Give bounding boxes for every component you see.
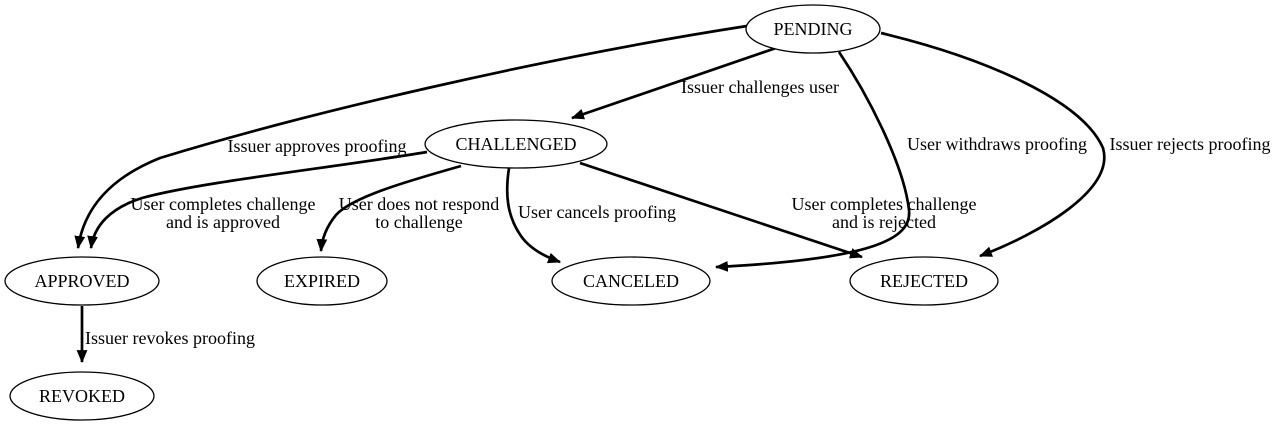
edge-challenged-approved-label-line2: and is approved <box>166 212 280 232</box>
edge-challenged-rejected-label-line1: User completes challenge <box>792 194 977 214</box>
edge-challenged-expired-label-line1: User does not respond <box>339 194 499 214</box>
edge-pending-canceled: User withdraws proofing <box>714 51 1087 272</box>
node-challenged-label: CHALLENGED <box>456 134 577 154</box>
edge-pending-approved: Issuer approves proofing <box>74 24 748 250</box>
node-rejected-ellipse <box>849 256 999 306</box>
edge-pending-challenged-label: Issuer challenges user <box>681 77 839 97</box>
edge-challenged-rejected-label-line2: and is rejected <box>832 212 936 232</box>
node-pending-label: PENDING <box>774 19 853 39</box>
node-rejected-label: REJECTED <box>880 271 968 291</box>
edge-pending-canceled-path <box>714 51 911 272</box>
edge-challenged-approved: User completes challenge and is approved <box>87 150 428 250</box>
node-canceled-ellipse <box>551 256 711 306</box>
edge-pending-rejected-label: Issuer rejects proofing <box>1110 134 1271 154</box>
edge-approved-revoked: Issuer revokes proofing <box>76 306 255 364</box>
edge-pending-rejected-path <box>880 31 1106 258</box>
node-expired: EXPIRED <box>256 256 388 306</box>
node-canceled: CANCELED <box>551 256 711 306</box>
node-rejected: REJECTED <box>849 256 999 306</box>
edge-challenged-canceled-path <box>505 167 562 264</box>
node-revoked-label: REVOKED <box>39 386 125 406</box>
node-approved: APPROVED <box>4 256 160 306</box>
edge-challenged-expired-path <box>316 164 462 253</box>
edge-pending-approved-path <box>74 24 748 250</box>
edge-challenged-approved-label-line1: User completes challenge <box>131 194 316 214</box>
node-approved-ellipse <box>4 256 160 306</box>
edge-pending-challenged: Issuer challenges user <box>570 45 839 120</box>
edge-challenged-rejected-path <box>579 161 864 259</box>
edge-challenged-approved-path <box>87 150 428 250</box>
edge-challenged-expired-label-line2: to challenge <box>375 212 462 232</box>
edge-challenged-expired: User does not respond to challenge <box>316 164 499 253</box>
node-pending-ellipse <box>745 4 881 54</box>
node-expired-label: EXPIRED <box>284 271 360 291</box>
node-revoked-ellipse <box>9 371 155 421</box>
edge-challenged-canceled-label: User cancels proofing <box>518 202 676 222</box>
node-approved-label: APPROVED <box>34 271 129 291</box>
edge-pending-canceled-label: User withdraws proofing <box>907 134 1087 154</box>
node-canceled-label: CANCELED <box>583 271 679 291</box>
edge-pending-approved-label: Issuer approves proofing <box>228 136 407 156</box>
node-challenged-ellipse <box>424 119 608 169</box>
node-expired-ellipse <box>256 256 388 306</box>
edge-approved-revoked-label: Issuer revokes proofing <box>85 328 255 348</box>
edge-pending-rejected: Issuer rejects proofing <box>880 31 1271 258</box>
node-revoked: REVOKED <box>9 371 155 421</box>
edge-challenged-canceled: User cancels proofing <box>505 167 676 264</box>
node-pending: PENDING <box>745 4 881 54</box>
node-challenged: CHALLENGED <box>424 119 608 169</box>
edge-pending-challenged-path <box>570 45 780 120</box>
